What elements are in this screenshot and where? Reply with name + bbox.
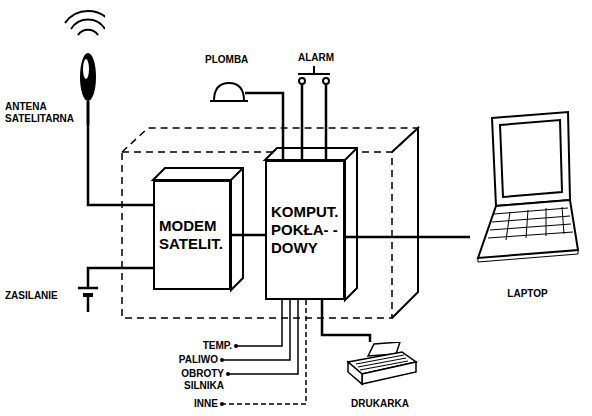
- box-depth: [153, 168, 243, 290]
- seal-symbol: [210, 83, 248, 101]
- part-label: TEMP.: [203, 340, 232, 352]
- satellite-antenna: ANTENA SATELITARNA: [5, 5, 105, 125]
- connector-wire: [231, 235, 265, 236]
- connector-wire: [322, 300, 370, 342]
- part-label: ANTENA SATELITARNA: [5, 101, 77, 125]
- seal-wire: [245, 93, 283, 160]
- part-label: PLOMBA: [205, 54, 248, 66]
- laptop-icon: LAPTOP: [470, 100, 585, 300]
- enclosure-top: [122, 128, 418, 152]
- laptop-drawing: [470, 100, 585, 300]
- sensor-wire: [236, 300, 282, 346]
- power-wire: [87, 295, 90, 312]
- battery-plate: [78, 287, 98, 290]
- part-label: LAPTOP: [470, 288, 585, 300]
- connector-wire: [345, 237, 470, 238]
- part-label: INNE: [194, 398, 218, 410]
- part-label: ALARM: [298, 52, 334, 64]
- part-label: ZASILANIE: [5, 290, 58, 302]
- part-label: OBROTY SILNIKA: [174, 368, 224, 392]
- seal-base: [210, 100, 248, 102]
- sensor-wire: [228, 300, 298, 374]
- box-depth: [265, 148, 357, 300]
- modem-box: MODEM SATELIT.: [153, 180, 231, 290]
- enclosure-side: [392, 128, 418, 318]
- switch-terminal: [299, 78, 305, 84]
- enclosure: [122, 128, 418, 318]
- wire-end: [220, 358, 224, 362]
- switch-terminal: [323, 78, 329, 84]
- alarm-wire: [325, 84, 328, 160]
- part-label: PALIWO: [179, 354, 218, 366]
- computer-box: KOMPUT. POKŁA- -DOWY: [265, 160, 345, 300]
- sensor-wire: [222, 300, 290, 360]
- connector-wire: [88, 125, 153, 205]
- printer-drawing: [340, 342, 420, 392]
- box-label: MODEM SATELIT.: [159, 217, 225, 253]
- sensor-wire: [222, 300, 306, 404]
- wire-end: [234, 344, 238, 348]
- alarm-wire: [301, 84, 304, 160]
- switch-button: [298, 66, 330, 74]
- alarm-switch: [298, 66, 330, 84]
- part-label: DRUKARKA: [340, 398, 420, 410]
- power-wire: [88, 268, 153, 288]
- wire-end: [220, 402, 224, 406]
- box-label: KOMPUT. POKŁA- -DOWY: [271, 203, 339, 257]
- seal-dome: [214, 83, 244, 101]
- printer-icon: DRUKARKA: [340, 342, 420, 410]
- box-faces: [153, 148, 357, 300]
- wire-end: [226, 372, 230, 376]
